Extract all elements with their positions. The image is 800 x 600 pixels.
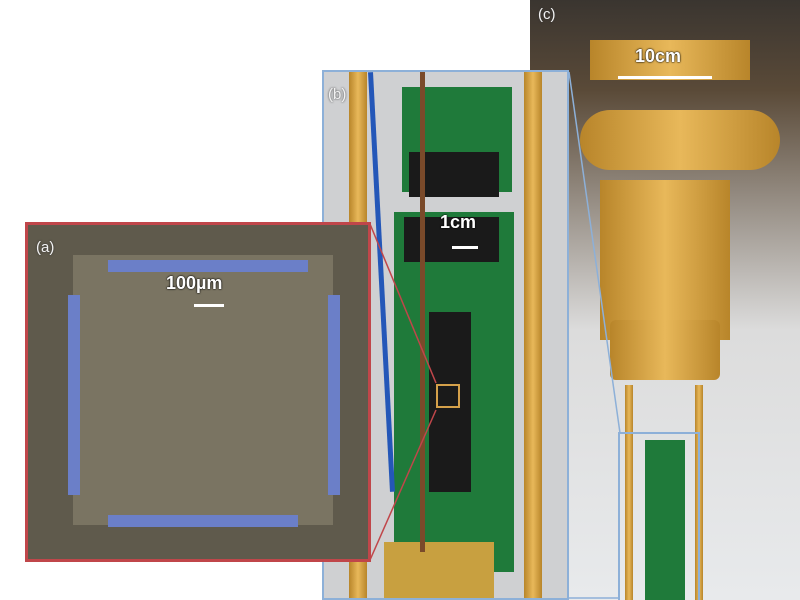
panel-label-b: (b): [328, 86, 347, 103]
bond-pads-top: [108, 260, 308, 272]
panel-label-c: (c): [538, 6, 556, 23]
scale-bar-10cm: [618, 76, 712, 79]
sample-board: [645, 440, 685, 600]
scale-label-100um: 100µm: [166, 273, 223, 293]
zoom-box-b: [618, 432, 700, 600]
connector-line-a-top: [369, 223, 437, 384]
gold-cylinder: [610, 320, 720, 380]
panel-a-chip-micrograph: (a) 100µm: [25, 222, 371, 562]
brown-cable: [420, 72, 425, 552]
chip-die: [73, 255, 333, 525]
gold-plate: [580, 110, 780, 170]
bond-pads-left: [68, 295, 80, 495]
panel-c-cryostat-photo: (c) 10cm: [530, 0, 800, 600]
scale-bar-1cm: [452, 246, 478, 249]
gold-plate: [590, 40, 750, 80]
scale-bar-100um: [194, 304, 224, 307]
bond-pads-bottom: [108, 515, 298, 527]
scale-label-1cm: 1cm: [440, 212, 477, 232]
bond-pads-right: [328, 295, 340, 495]
gold-rod: [625, 385, 633, 600]
connector: [404, 217, 499, 262]
panel-label-a: (a): [36, 239, 55, 256]
connector-line-a-bottom: [369, 409, 437, 561]
gold-rail: [524, 72, 542, 598]
chip: [436, 384, 460, 408]
connector-line-b-top: [568, 71, 621, 434]
gold-cylinder: [600, 180, 730, 340]
sma-connectors: [384, 542, 494, 598]
scale-label-10cm: 10cm: [635, 46, 682, 66]
